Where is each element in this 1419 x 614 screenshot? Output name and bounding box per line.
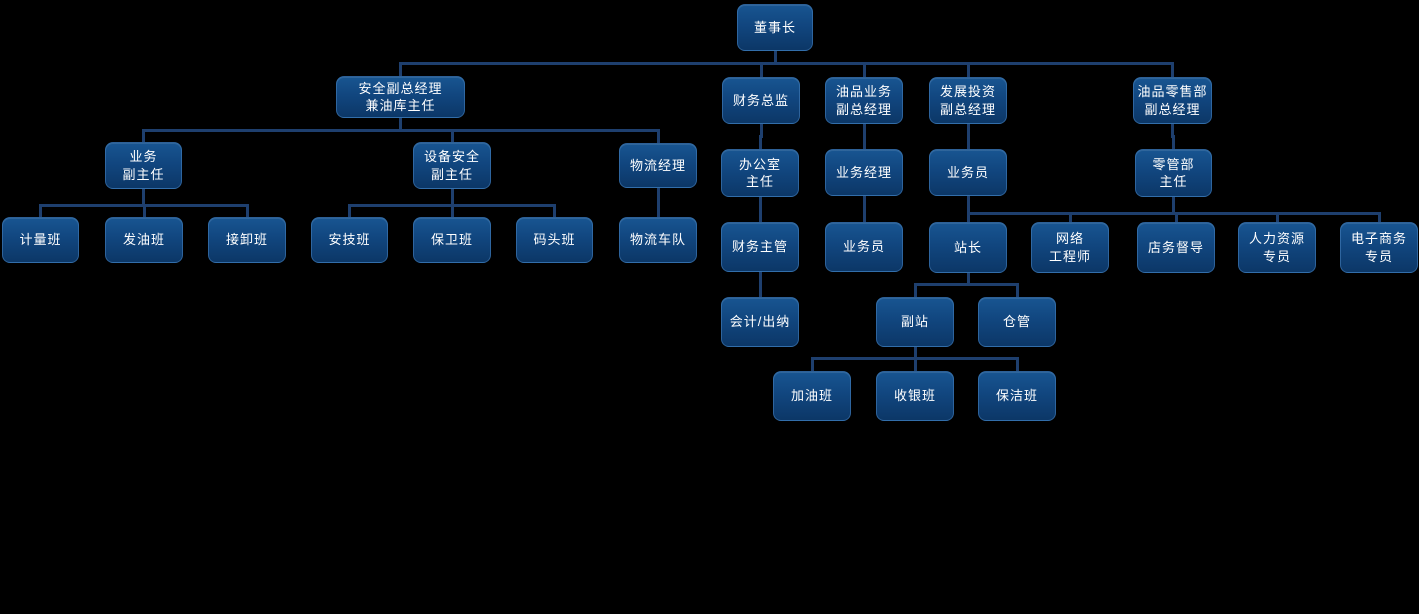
connector-segment [450, 188, 454, 207]
org-node-cashier-team: 收银班 [876, 371, 954, 421]
org-node-deputy-station-chief: 副站 [876, 297, 954, 347]
connector-segment [656, 187, 660, 204]
org-node-station-chief: 站长 [929, 222, 1007, 273]
connector-segment [1172, 196, 1175, 215]
connector-segment [399, 117, 402, 132]
org-node-salesman-oil-business: 业务员 [825, 222, 903, 272]
connector-segment [1172, 134, 1175, 150]
org-node-logistics-manager: 物流经理 [619, 143, 697, 188]
connector-segment [399, 61, 1174, 65]
org-node-equipment-safety-deputy-director: 设备安全 副主任 [413, 142, 491, 189]
org-node-network-engineer: 网络 工程师 [1031, 222, 1109, 273]
org-node-dock-team: 码头班 [516, 217, 593, 263]
connector-segment [862, 61, 866, 78]
connector-segment [348, 203, 351, 218]
connector-segment [656, 200, 660, 218]
org-node-store-supervisor: 店务督导 [1137, 222, 1215, 273]
org-node-security-team: 保卫班 [413, 217, 491, 263]
org-node-ecommerce-specialist: 电子商务 专员 [1340, 222, 1418, 273]
org-node-retail-dept-director: 零管部 主任 [1135, 149, 1212, 197]
org-node-accountant-cashier: 会计/出纳 [721, 297, 799, 347]
connector-segment [758, 134, 762, 150]
connector-segment [758, 282, 762, 298]
org-node-oil-business-deputy-gm: 油品业务 副总经理 [825, 77, 903, 124]
org-node-safety-deputy-gm: 安全副总经理 兼油库主任 [336, 76, 465, 118]
connector-segment [1377, 211, 1381, 223]
org-node-logistics-fleet: 物流车队 [619, 217, 697, 263]
connector-segment [913, 346, 917, 360]
connector-segment [1015, 356, 1019, 372]
connector-segment [1174, 211, 1178, 223]
org-node-office-director: 办公室 主任 [721, 149, 799, 197]
connector-segment [966, 123, 970, 138]
connector-segment [862, 134, 866, 150]
connector-segment [966, 134, 970, 150]
connector-segment [39, 203, 42, 218]
connector-segment [553, 203, 556, 218]
connector-segment [245, 203, 249, 218]
org-node-unloading-team: 接卸班 [208, 217, 286, 263]
connector-segment [773, 50, 777, 65]
connector-segment [810, 356, 814, 372]
connector-segment [656, 128, 660, 144]
org-node-oil-retail-deputy-gm: 油品零售部 副总经理 [1133, 77, 1212, 124]
connector-segment [450, 203, 454, 218]
org-node-metering-team: 计量班 [2, 217, 79, 263]
org-node-refueling-team: 加油班 [773, 371, 851, 421]
org-node-salesman-development: 业务员 [929, 149, 1007, 196]
connector-segment [142, 203, 146, 218]
connector-segment [966, 195, 970, 215]
connector-segment [450, 128, 454, 143]
connector-segment [142, 188, 145, 207]
org-node-chairman: 董事长 [737, 4, 813, 51]
org-node-finance-supervisor: 财务主管 [721, 222, 799, 272]
connector-segment [758, 208, 762, 223]
connector-segment [1171, 61, 1174, 78]
connector-segment [913, 282, 917, 298]
connector-segment [862, 207, 866, 223]
org-node-warehouse-keeper: 仓管 [978, 297, 1056, 347]
org-node-business-manager: 业务经理 [825, 149, 903, 196]
connector-segment [759, 61, 763, 78]
org-node-cleaning-team: 保洁班 [978, 371, 1056, 421]
connector-segment [966, 61, 970, 78]
connector-segment [1068, 211, 1072, 223]
connector-segment [1015, 282, 1019, 298]
connector-segment [966, 211, 970, 223]
org-node-cfo: 财务总监 [722, 77, 800, 124]
connector-segment [913, 356, 917, 372]
connector-segment [399, 61, 402, 77]
connector-segment [142, 128, 145, 143]
connector-segment [1171, 123, 1174, 138]
org-node-business-deputy-director: 业务 副主任 [105, 142, 182, 189]
connector-segment [913, 282, 1019, 286]
connector-segment [966, 272, 970, 286]
org-node-development-investment-deputy-gm: 发展投资 副总经理 [929, 77, 1007, 124]
connector-segment [862, 123, 866, 138]
org-node-safety-tech-team: 安技班 [311, 217, 388, 263]
org-node-oil-dispatch-team: 发油班 [105, 217, 183, 263]
org-node-hr-specialist: 人力资源 专员 [1238, 222, 1316, 273]
connector-segment [862, 195, 866, 211]
connector-segment [759, 123, 763, 138]
connector-segment [758, 271, 762, 286]
connector-segment [758, 196, 762, 212]
connector-segment [1275, 211, 1279, 223]
